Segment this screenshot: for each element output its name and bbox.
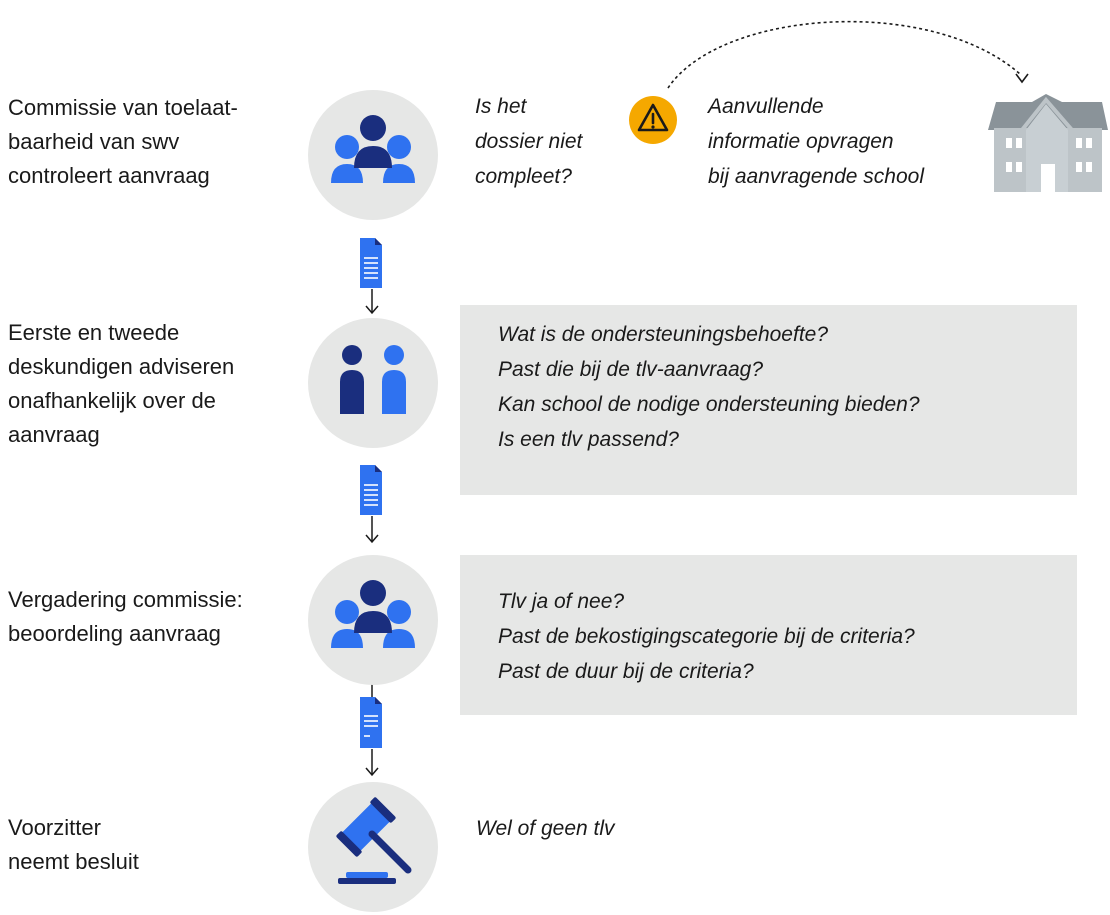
- down-arrow-icon: [365, 289, 379, 315]
- document-icon: [360, 697, 382, 748]
- action-line: Aanvullende: [708, 95, 824, 118]
- step-2-label: Eerste en tweede deskundigen adviseren o…: [8, 316, 234, 452]
- question-line: Is het: [475, 95, 527, 118]
- label-line: neemt besluit: [8, 849, 139, 874]
- step-3-circle: [308, 555, 438, 685]
- down-arrow-icon: [365, 749, 379, 777]
- flow-connectors: [360, 238, 382, 777]
- label-line: Voorzitter: [8, 815, 101, 840]
- question-line: Past de bekostigingscategorie bij de cri…: [498, 625, 915, 648]
- dashed-arrow: [667, 20, 1029, 89]
- document-icon: [360, 465, 382, 515]
- step-1-circle: [308, 90, 438, 220]
- label-line: deskundigen adviseren: [8, 354, 235, 379]
- people-group-icon: [331, 580, 415, 648]
- question-line: compleet?: [475, 165, 572, 188]
- label-line: Eerste en tweede: [8, 320, 180, 345]
- step-4-label: Voorzitter neemt besluit: [8, 811, 139, 879]
- step-3-question-box: [460, 555, 1077, 715]
- additional-info-text: Aanvullende informatie opvragen bij aanv…: [708, 89, 924, 194]
- label-line: baarheid van swv: [8, 129, 180, 154]
- step-1-questions: Is het dossier niet compleet?: [475, 89, 582, 194]
- question-line: Past die bij de tlv-aanvraag?: [498, 358, 763, 381]
- gavel-icon: [336, 797, 412, 884]
- label-line: beoordeling aanvraag: [8, 621, 221, 646]
- label-line: onafhankelijk over de: [8, 388, 216, 413]
- step-3-questions: Tlv ja of nee? Past de bekostigingscateg…: [498, 584, 915, 689]
- question-line: dossier niet: [475, 130, 583, 153]
- step-2-questions: Wat is de ondersteuningsbehoefte? Past d…: [498, 317, 920, 457]
- question-line: Past de duur bij de criteria?: [498, 660, 754, 683]
- two-persons-icon: [340, 345, 406, 414]
- label-line: Vergadering commissie:: [8, 587, 243, 612]
- label-line: controleert aanvraag: [8, 163, 210, 188]
- step-2-question-box: [460, 305, 1077, 495]
- question-line: Is een tlv passend?: [498, 428, 679, 451]
- action-line: informatie opvragen: [708, 130, 894, 153]
- question-line: Wel of geen tlv: [476, 817, 615, 840]
- step-3-label: Vergadering commissie: beoordeling aanvr…: [8, 583, 243, 651]
- question-line: Tlv ja of nee?: [498, 590, 625, 613]
- step-1-label: Commissie van toelaat- baarheid van swv …: [8, 91, 238, 193]
- step-4-circle: [308, 782, 438, 912]
- down-arrow-icon: [365, 516, 379, 544]
- document-icon: [360, 238, 382, 288]
- school-building-icon: [988, 94, 1108, 192]
- action-line: bij aanvragende school: [708, 165, 924, 188]
- label-line: aanvraag: [8, 422, 100, 447]
- warning-icon: [629, 96, 677, 144]
- label-line: Commissie van toelaat-: [8, 95, 238, 120]
- step-4-questions: Wel of geen tlv: [476, 811, 615, 846]
- question-line: Wat is de ondersteuningsbehoefte?: [498, 323, 829, 346]
- step-2-circle: [308, 318, 438, 448]
- people-group-icon: [331, 115, 415, 183]
- question-line: Kan school de nodige ondersteuning biede…: [498, 393, 920, 416]
